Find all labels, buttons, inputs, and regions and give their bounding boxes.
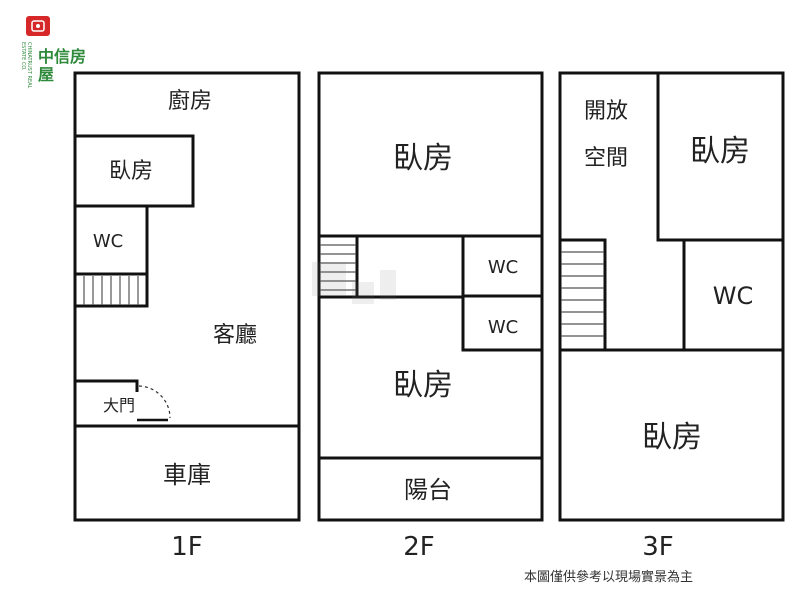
logo-emblem-icon xyxy=(26,16,50,36)
floor-2-wc-lower-label: WC xyxy=(488,317,518,338)
floor-2-wc-upper-label: WC xyxy=(488,257,518,278)
company-logo: CHINATRUST REAL ESTATE CO. 中信房屋 xyxy=(14,14,86,98)
watermark xyxy=(312,262,396,304)
floor-3-stairs xyxy=(558,238,607,352)
floor-1: 廚房 臥房 WC 客廳 大門 車庫 1F xyxy=(73,71,301,562)
floor-3: 開放 空間 臥房 WC 臥房 3F xyxy=(558,71,785,562)
garage-label: 車庫 xyxy=(163,461,211,489)
floor-2-stair-treads xyxy=(320,244,356,291)
floor-3-label: 3F xyxy=(642,532,674,562)
floor-1-bedroom-label: 臥房 xyxy=(109,159,153,184)
kitchen-label: 廚房 xyxy=(168,89,212,114)
logo-name: 中信房屋 xyxy=(38,47,87,84)
door-swing-arc xyxy=(138,385,171,419)
open-space-label-line2: 空間 xyxy=(584,146,628,171)
floor-2-bedroom-bottom-label: 臥房 xyxy=(393,368,453,403)
floor-2-bedroom-top-label: 臥房 xyxy=(393,141,453,176)
floor-3-bedroom-top-label: 臥房 xyxy=(690,134,750,169)
floor-3-wc-label: WC xyxy=(713,282,754,310)
main-door-label: 大門 xyxy=(103,396,135,415)
floor-1-stair-treads xyxy=(83,276,139,305)
floor-2-stairs xyxy=(317,234,359,299)
logo-subtitle: CHINATRUST REAL ESTATE CO. xyxy=(20,42,32,89)
balcony-label: 陽台 xyxy=(404,476,452,504)
floor-2: 臥房 WC WC 臥房 陽台 2F xyxy=(317,71,544,562)
floor-1-wc-label: WC xyxy=(93,231,123,252)
floor-2-wc-lower-room xyxy=(461,294,544,352)
open-space-label-line1: 開放 xyxy=(584,99,628,124)
floor-1-entrance-wall xyxy=(75,379,139,392)
floor-3-stair-treads xyxy=(561,251,604,337)
floor-2-label: 2F xyxy=(403,532,435,562)
disclaimer-note: 本圖僅供參考以現場實景為主 xyxy=(524,570,694,585)
living-room-label: 客廳 xyxy=(213,323,257,348)
floor-1-outline xyxy=(73,71,301,522)
floor-1-label: 1F xyxy=(171,532,203,562)
floor-3-bedroom-bottom-label: 臥房 xyxy=(642,420,702,455)
floor-1-stairs xyxy=(73,272,149,308)
